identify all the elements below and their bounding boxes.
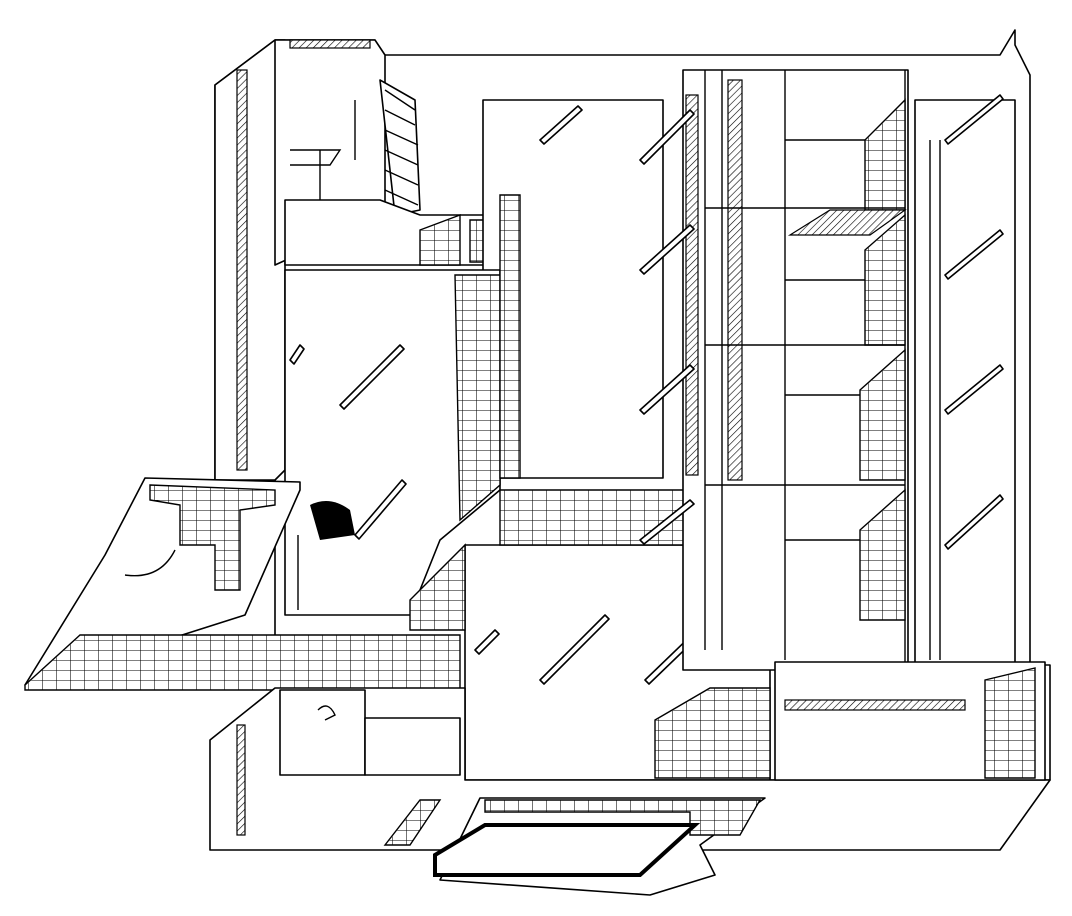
- west-wall-hatch: [236, 69, 248, 471]
- east-rooms: [639, 69, 909, 671]
- floor-slots: [289, 105, 705, 685]
- west-wing: [24, 477, 461, 691]
- sculpture: [310, 501, 355, 540]
- north-west-room: [274, 39, 501, 266]
- east-corridor: [914, 94, 1016, 666]
- courtyard: [284, 99, 771, 781]
- bottom-pool: [383, 797, 766, 896]
